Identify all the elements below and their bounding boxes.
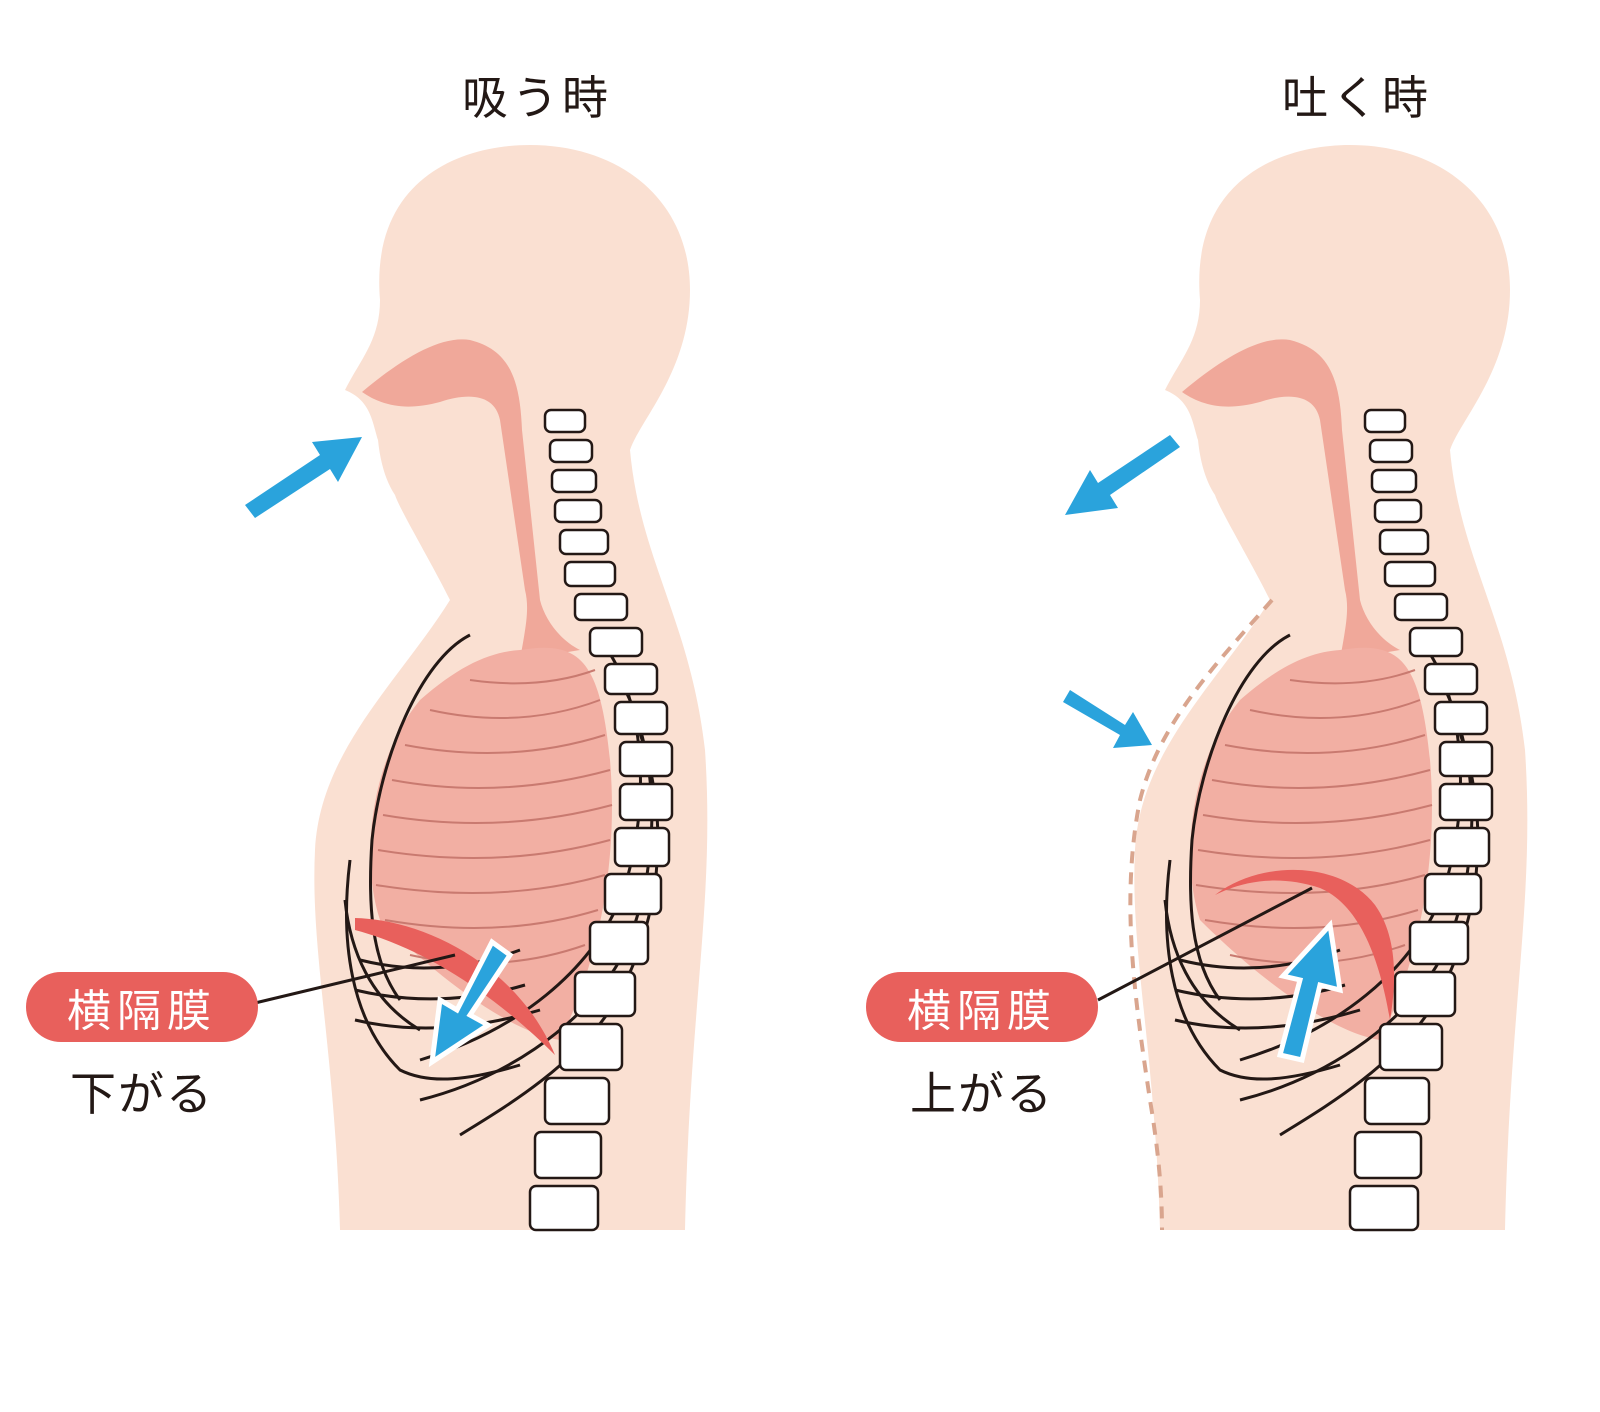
arrow-diaphragm-up [1276,919,1344,1063]
movement-inhale: 下がる [70,1067,214,1121]
title-exhale: 吐く時 [1282,71,1432,125]
label-leader-line [1097,886,1313,1002]
diaphragm-lowered [355,918,555,1055]
label-leader-line [254,953,456,1005]
diaphragm-label-exhale: 横隔膜 [866,972,1098,1042]
arrow-inhale-air [245,437,362,518]
arrow-chest-in [1063,690,1152,748]
title-inhale: 吸う時 [462,71,612,125]
movement-exhale: 上がる [910,1067,1054,1121]
inhale-outline-dashed [1128,598,1274,1231]
arrow-exhale-air [1065,435,1180,515]
diaphragm-raised [1215,869,1395,1020]
arrow-diaphragm-down [428,938,514,1068]
panel-inhale [245,143,709,1232]
panel-exhale [1063,143,1529,1232]
diaphragm-label-inhale: 横隔膜 [26,972,258,1042]
